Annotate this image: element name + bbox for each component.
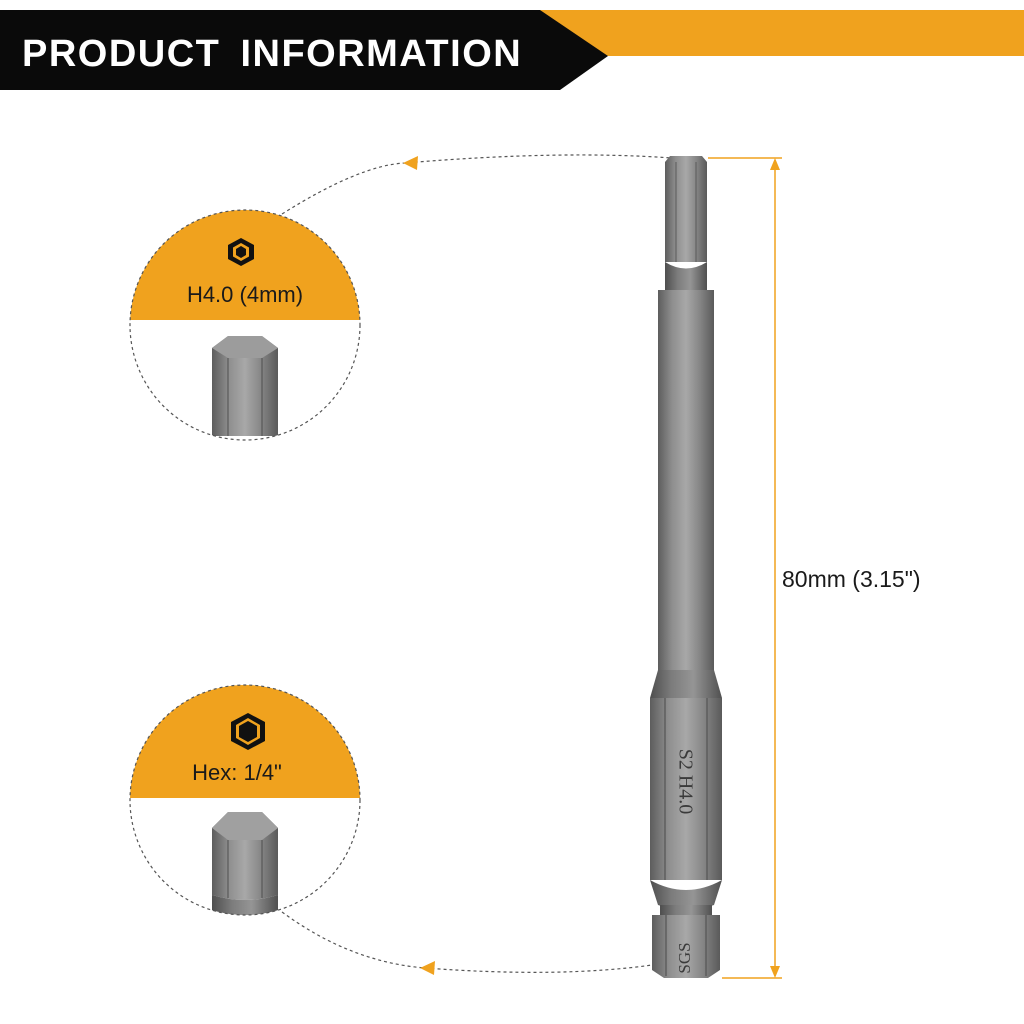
arrow-up-icon xyxy=(770,158,780,170)
banner-black-band xyxy=(0,10,608,90)
callout-shank-circle xyxy=(129,684,361,916)
connector-arc-top xyxy=(281,154,673,215)
arrow-down-icon xyxy=(770,966,780,978)
connector-arc-bottom xyxy=(281,911,653,973)
bit-engraving: S2 H4.0 xyxy=(674,748,697,815)
arrow-left-icon xyxy=(420,961,435,975)
callout-tip-circle xyxy=(129,209,361,441)
length-label: 80mm (3.15") xyxy=(782,566,921,592)
shank-size-label: Hex: 1/4" xyxy=(192,760,282,785)
hexagon-icon xyxy=(231,713,265,750)
length-dimension xyxy=(708,157,782,979)
banner-orange-stripe xyxy=(540,10,1024,56)
hex-bit xyxy=(650,156,722,978)
banner-title: PRODUCT INFORMATION xyxy=(22,33,523,75)
hexagon-icon xyxy=(228,238,254,266)
header-banner xyxy=(0,10,1024,90)
bit-logo: SGS xyxy=(675,942,694,974)
arrow-left-icon xyxy=(403,156,418,170)
tip-size-label: H4.0 (4mm) xyxy=(186,282,304,307)
